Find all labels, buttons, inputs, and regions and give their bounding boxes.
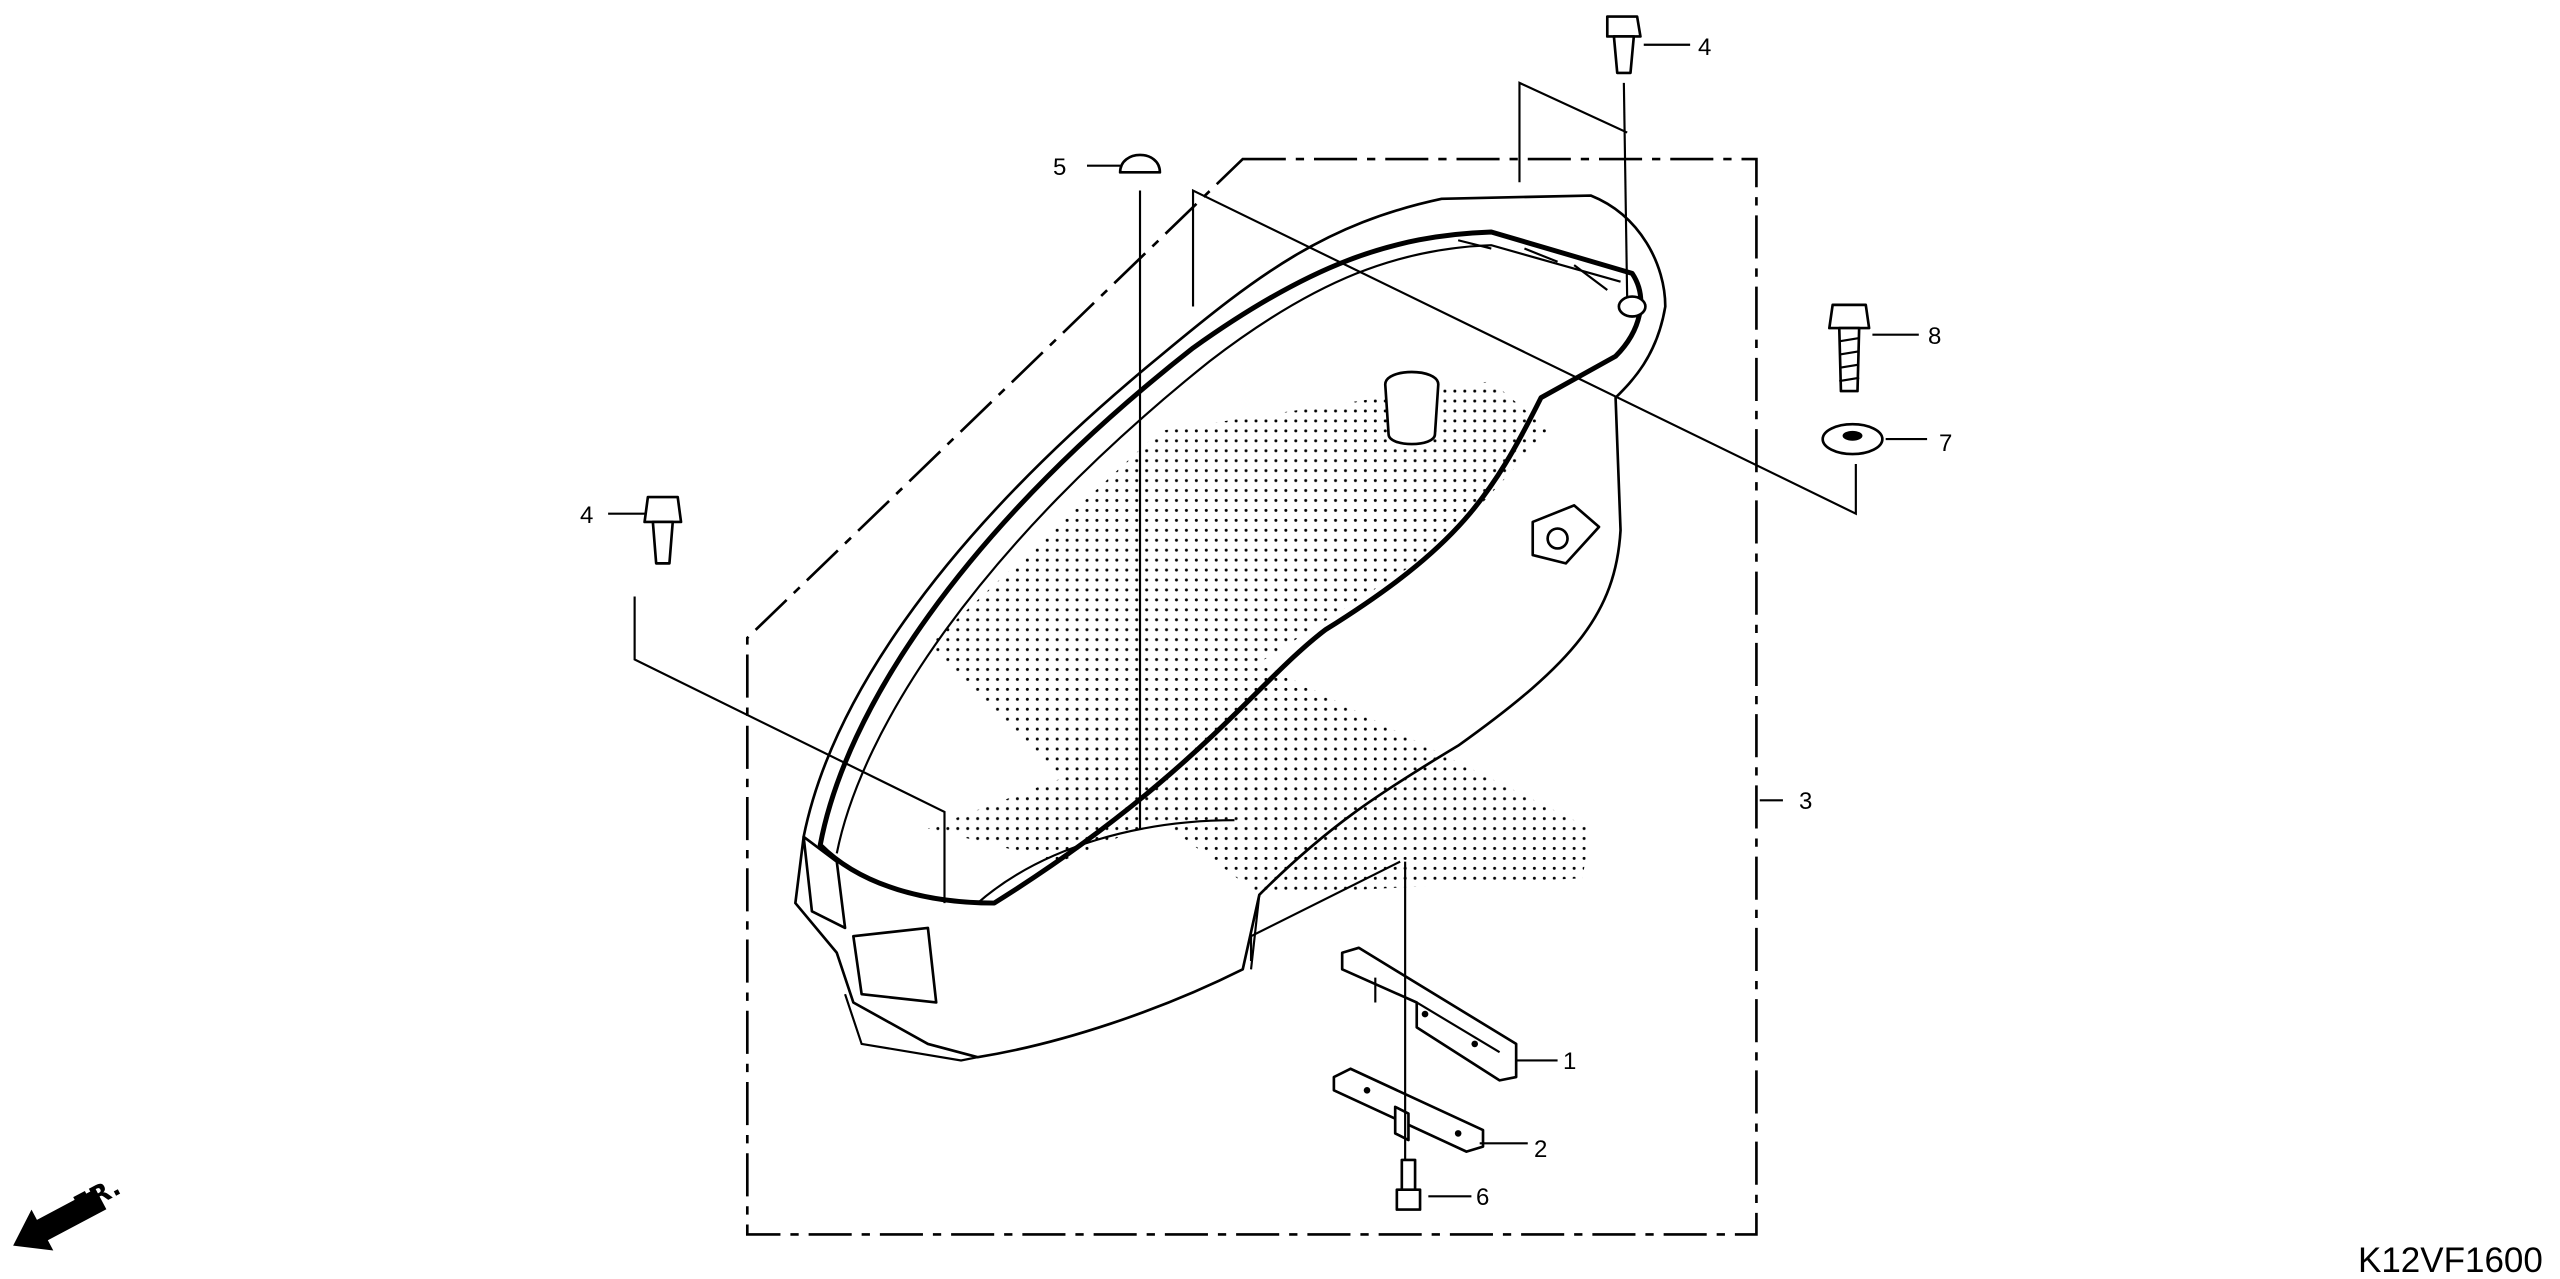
callout-4-top: 4 — [1698, 34, 1711, 61]
bolt-4-left — [643, 495, 683, 565]
bolt-8 — [1828, 303, 1871, 393]
screw-6 — [1395, 1158, 1422, 1211]
front-direction-arrow — [13, 1188, 107, 1251]
callout-1: 1 — [1563, 1048, 1576, 1075]
washer-7 — [1821, 422, 1884, 456]
diagram-code: K12VF1600 — [2358, 1241, 2543, 1279]
callout-2: 2 — [1534, 1136, 1547, 1163]
cap-5 — [1118, 153, 1162, 174]
callout-6: 6 — [1476, 1184, 1489, 1211]
plate-2 — [1332, 1067, 1485, 1153]
bracket-1 — [1340, 946, 1518, 1082]
luggage-box — [794, 194, 1667, 1062]
bolt-4-top — [1605, 15, 1642, 75]
callout-8: 8 — [1928, 323, 1941, 350]
callout-5: 5 — [1053, 154, 1066, 181]
callout-3: 3 — [1799, 788, 1812, 815]
callout-4-left: 4 — [580, 502, 593, 529]
assembly-box-3 — [745, 157, 1758, 1236]
callout-7: 7 — [1939, 430, 1952, 457]
